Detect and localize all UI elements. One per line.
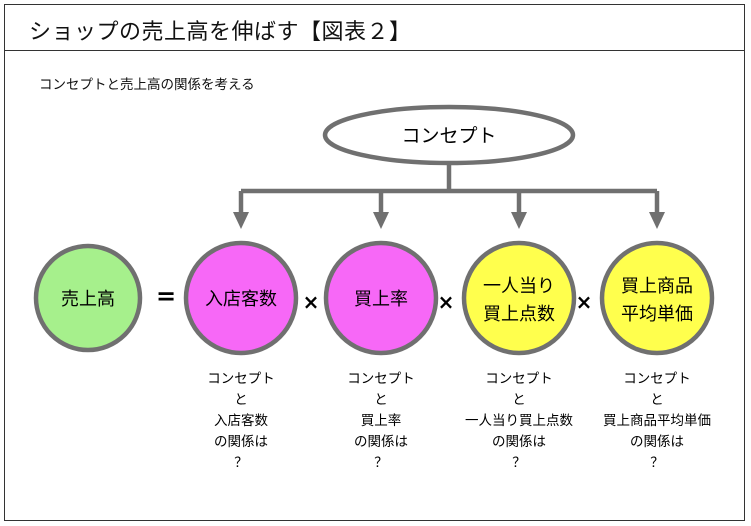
factor-label: 買上点数 <box>483 304 555 325</box>
factor-note: ？ <box>512 455 526 471</box>
arrow-head <box>373 212 389 229</box>
factor-label: 買上率 <box>354 289 408 310</box>
factor-group: 入店客数 買上率 一人当り買上点数 買上商品平均単価 <box>183 240 715 356</box>
sales-circle <box>33 243 143 353</box>
title-bar: ショップの売上高を伸ばす【図表２】 <box>5 5 744 51</box>
equals-sign: = <box>156 282 176 310</box>
factor-note: 買上商品平均単価 <box>603 413 711 429</box>
arrow-head <box>511 212 527 229</box>
arrow-head <box>649 212 665 229</box>
factor-circle <box>599 240 715 356</box>
factor-note: 一人当り買上点数 <box>465 413 573 429</box>
factor-note: と <box>512 392 526 408</box>
factor-note: の関係は <box>214 434 268 450</box>
factor-note: ？ <box>374 455 388 471</box>
factor-note: の関係は <box>354 434 408 450</box>
times-sign: × <box>576 290 593 314</box>
factor-label: 買上商品 <box>621 276 693 297</box>
factor-note: コンセプト <box>485 371 553 387</box>
factor-label: 平均単価 <box>621 304 693 325</box>
factor-note: の関係は <box>492 434 546 450</box>
factor-note: と <box>374 392 388 408</box>
factor-circle <box>461 240 577 356</box>
sales-label: 売上高 <box>61 289 115 310</box>
factor-circle <box>183 240 299 356</box>
factor-note: ？ <box>234 455 248 471</box>
arrow-head <box>233 212 249 229</box>
factor-label: 入店客数 <box>205 289 277 310</box>
factor-note: コンセプト <box>207 371 275 387</box>
factor-note: 買上率 <box>361 412 402 429</box>
factor-note: と <box>650 392 664 408</box>
times-sign: × <box>303 290 320 314</box>
figure-subtitle: コンセプトと売上高の関係を考える <box>39 77 255 93</box>
factor-circle <box>323 240 439 356</box>
factor-label: 一人当り <box>483 276 555 297</box>
concept-label: コンセプト <box>401 125 496 147</box>
factor-note: コンセプト <box>623 371 691 387</box>
times-sign: × <box>438 290 455 314</box>
arrow-group <box>233 191 665 229</box>
factor-note: と <box>234 392 248 408</box>
figure-title: ショップの売上高を伸ばす【図表２】 <box>29 20 412 45</box>
connector-lines <box>241 163 657 194</box>
factor-note: の関係は <box>630 434 684 450</box>
factor-note: 入店客数 <box>214 412 268 429</box>
factor-note: ？ <box>650 455 664 471</box>
factor-note: コンセプト <box>347 371 415 387</box>
